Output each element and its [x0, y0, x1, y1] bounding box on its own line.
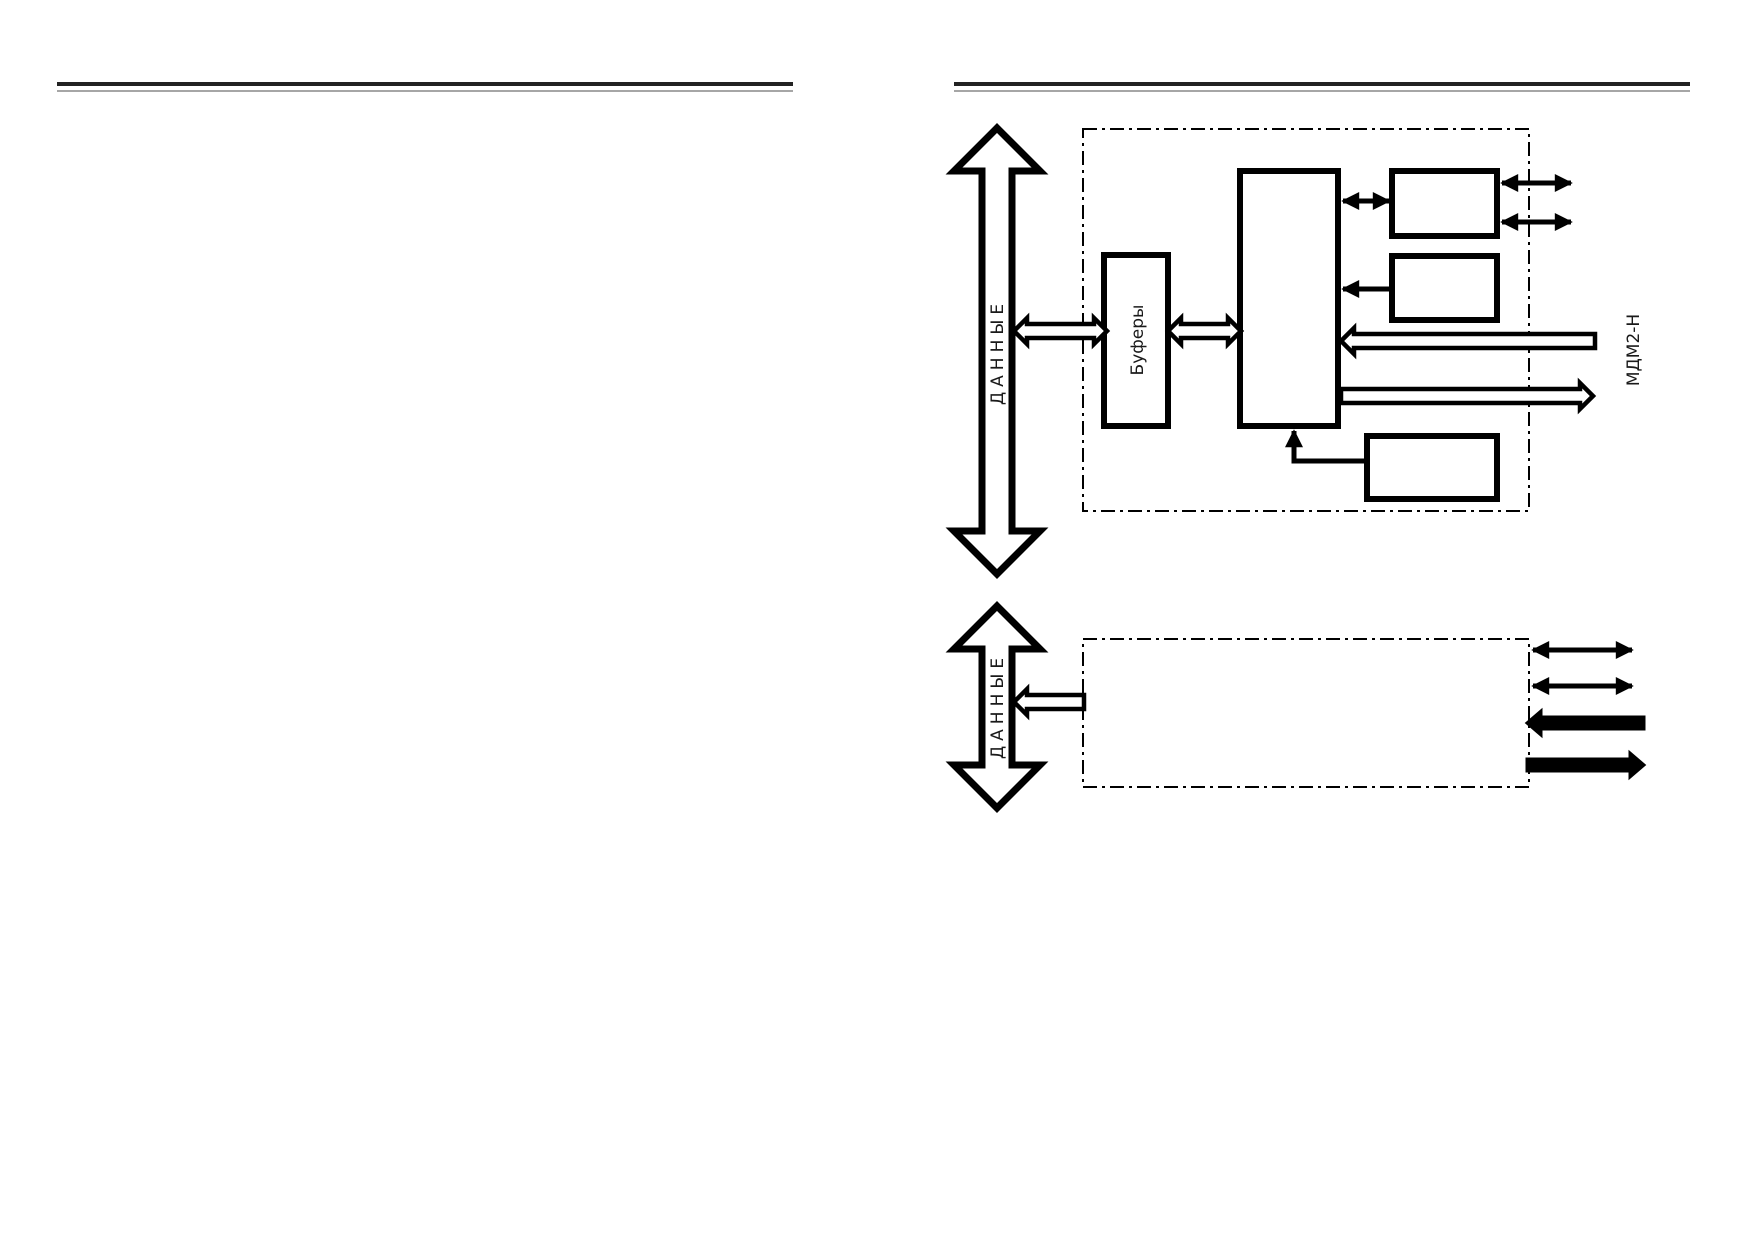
- data-bus-top-arrow: [945, 123, 1049, 579]
- bottom-ext-output-arrow: [1525, 749, 1647, 781]
- module-boundary-bottom: [1082, 638, 1530, 788]
- buffers-block: [1101, 252, 1171, 429]
- module-to-bus-arrow: [1010, 683, 1087, 721]
- right-block-upper: [1389, 168, 1500, 239]
- module-label: МДМ2-Н: [1624, 314, 1644, 386]
- external-input-bus-arrow: [1337, 322, 1598, 360]
- right-block-middle: [1389, 253, 1500, 323]
- right-page-header-rule: [954, 82, 1690, 92]
- right-block-lower: [1364, 433, 1500, 502]
- lower-block-to-controller-link: [1285, 429, 1367, 464]
- bus-to-buffers-arrow: [1010, 312, 1111, 350]
- buffers-label: Буферы: [1128, 305, 1148, 376]
- data-bus-top-label: ДАННЫЕ: [988, 299, 1008, 405]
- bottom-ext-input-arrow: [1524, 707, 1646, 739]
- buffers-to-controller-arrow: [1164, 312, 1245, 350]
- data-bus-bottom-arrow: [945, 601, 1049, 813]
- controller-block: [1237, 168, 1341, 429]
- module-boundary-top: [1082, 128, 1530, 512]
- left-page-header-rule: [57, 82, 793, 92]
- data-bus-bottom-label: ДАННЫЕ: [988, 653, 1008, 759]
- external-output-bus-arrow: [1338, 377, 1597, 415]
